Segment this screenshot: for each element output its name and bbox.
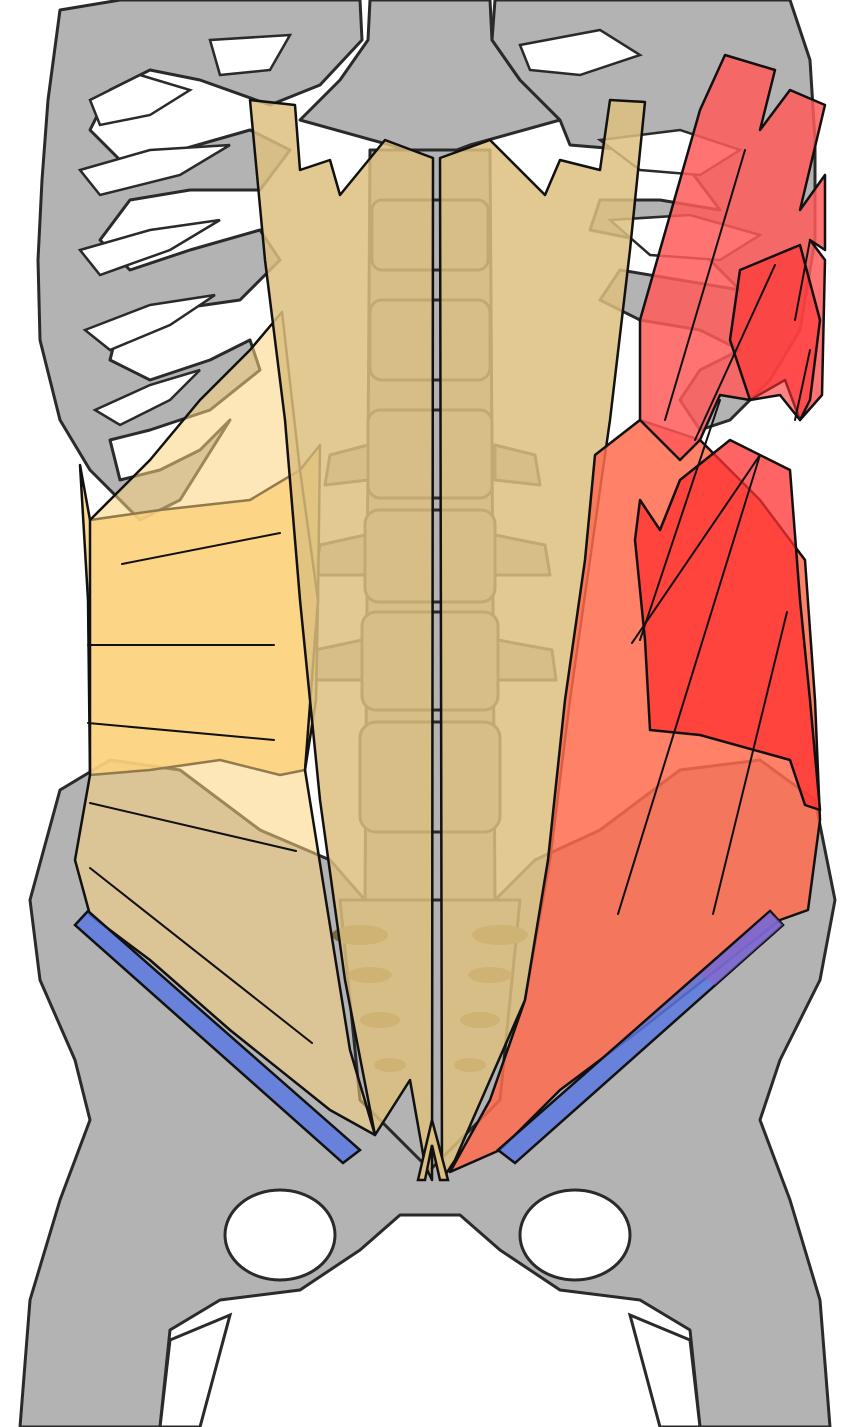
right-obturator-foramen	[520, 1190, 630, 1280]
left-obturator-foramen	[225, 1190, 335, 1280]
